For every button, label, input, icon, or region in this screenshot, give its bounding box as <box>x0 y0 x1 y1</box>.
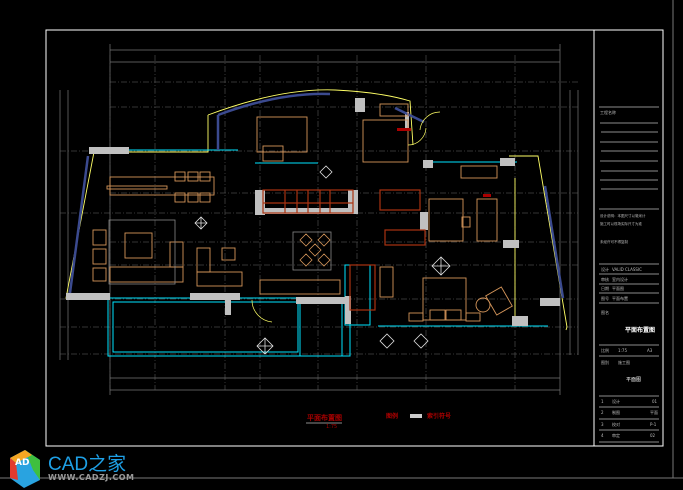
tb-key: 3 <box>601 422 604 427</box>
tb-value: 校对 <box>612 422 620 427</box>
tb-value: 平面图 <box>612 286 624 291</box>
furniture <box>92 103 513 322</box>
tb-value: 室内设计 <box>612 277 628 282</box>
watermark-url: WWW.CADZJ.COM <box>48 473 135 482</box>
index-symbol-icon <box>410 414 422 418</box>
sheet-frame <box>0 0 683 479</box>
room-tag <box>397 128 411 131</box>
note-line: 施工时以现场实际尺寸为准 <box>600 222 642 226</box>
tb-key: 4 <box>601 433 604 438</box>
drawing-scale: 1:75 <box>326 424 338 430</box>
door-swings <box>251 111 441 323</box>
tb-key: 2 <box>601 410 604 415</box>
drawing-name: 平面布置图 <box>625 327 656 334</box>
dimension-lines <box>59 44 579 395</box>
title-block-lines <box>599 106 659 443</box>
tb-key: 日期 <box>601 286 609 291</box>
tb-value: 02 <box>650 433 656 438</box>
tb-value: A3 <box>647 348 653 353</box>
tb-value: 1:75 <box>618 348 627 353</box>
sheet-name: 平面图 <box>626 377 642 383</box>
axis-grid <box>60 55 578 390</box>
watermark-brand: CAD之家 <box>48 454 127 475</box>
cabinets <box>262 189 426 311</box>
tb-value: VALID CLASSIC <box>612 267 642 272</box>
note-line: 未经许可不得复制 <box>600 240 628 244</box>
note-line: 设计说明：本图尺寸以毫米计 <box>600 214 646 218</box>
walls <box>66 98 560 326</box>
logo-letters: AD <box>15 458 30 468</box>
tb-value: 平面布置 <box>612 296 628 301</box>
tb-key: 图号 <box>601 296 609 301</box>
tb-value: 01 <box>652 399 658 404</box>
tb-key: 比例 <box>601 348 609 353</box>
tb-value: 施工图 <box>618 360 630 365</box>
room-tag <box>483 194 491 197</box>
ceiling-lights <box>194 165 451 355</box>
curtain-wall-blue <box>68 92 565 299</box>
tb-key: 审核 <box>601 277 609 282</box>
index-label: 索引符号 <box>427 413 452 420</box>
drawing-title: 平面布置图 <box>307 414 342 422</box>
tb-key: 设计 <box>601 267 609 272</box>
tb-key: 图别 <box>601 360 609 365</box>
carpets <box>108 219 332 285</box>
legend-label: 图例 <box>386 413 399 420</box>
tb-value: 平面 <box>650 410 658 415</box>
glazing <box>107 149 548 357</box>
tb-value: 制图 <box>612 410 620 415</box>
tb-value: P-1 <box>650 422 657 427</box>
tb-key: 1 <box>601 399 604 404</box>
project-label: 工程名称 <box>600 110 616 115</box>
tb-value: 审定 <box>612 433 620 438</box>
drawing-name-label: 图名 <box>601 310 609 315</box>
dining-diamonds <box>299 233 331 267</box>
cadzj-logo-icon <box>10 450 40 488</box>
tb-value: 设计 <box>612 399 620 404</box>
